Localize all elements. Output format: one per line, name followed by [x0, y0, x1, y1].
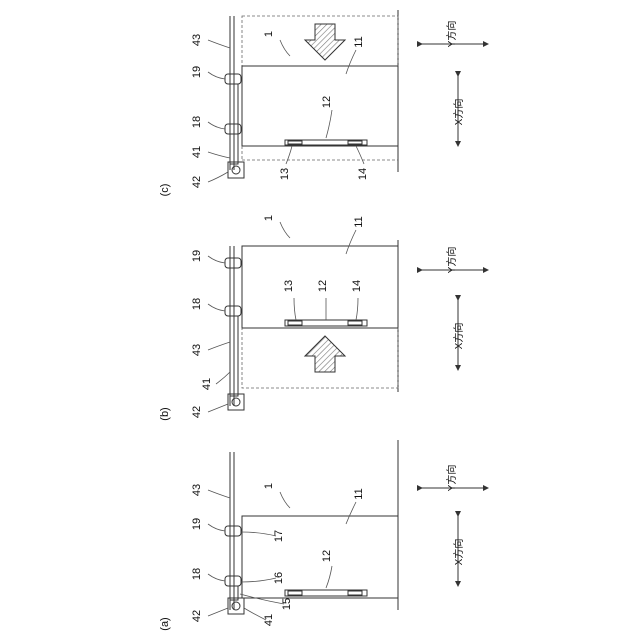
part-13: [288, 141, 302, 144]
part-14: [348, 591, 362, 595]
ref-42-b: 42: [191, 406, 203, 418]
pin-19: [225, 74, 241, 84]
panel-c: (c) 43 19 18 41 42 1 11 12 13 14: [159, 10, 488, 196]
pin-18: [225, 306, 241, 316]
ref-43-a: 43: [191, 484, 203, 496]
ref-12-b: 12: [317, 280, 329, 292]
ref-12-a: 12: [321, 550, 333, 562]
pin-18: [225, 576, 241, 586]
part-14: [348, 321, 362, 325]
ref-19-c: 19: [191, 66, 203, 78]
ref-19-b: 19: [191, 250, 203, 262]
panel-b: (b) 19 18 43 41 42 1 11 13 12 14: [159, 215, 488, 421]
ref-41-b: 41: [201, 378, 213, 390]
ref-11-c: 11: [353, 36, 365, 47]
ref-1-a: 1: [263, 483, 275, 489]
y-dir-label-a: Y方向: [445, 465, 458, 492]
pin-19: [225, 258, 241, 268]
ref-19-a: 19: [191, 518, 203, 530]
move-arrow-icon: [305, 24, 345, 60]
ref-1-b: 1: [263, 215, 275, 221]
ref-1-c: 1: [263, 31, 275, 37]
ref-13-c: 13: [279, 168, 291, 180]
ref-41-c: 41: [191, 146, 203, 158]
tray-11: [242, 516, 398, 598]
y-dir-label-c: Y方向: [445, 21, 458, 48]
ref-18-c: 18: [191, 116, 203, 128]
part-13: [288, 321, 302, 325]
tray-11: [242, 66, 398, 146]
ref-13-b: 13: [283, 280, 295, 292]
panel-a: (a) 43 19 18 42 17 16 15 41 1 11 12: [159, 440, 488, 631]
ref-14-b: 14: [351, 280, 363, 292]
x-dir-label-b: X方向: [452, 323, 465, 350]
ref-14-c: 14: [357, 168, 369, 180]
panel-caption-c: (c): [159, 184, 171, 197]
ref-42-a: 42: [191, 610, 203, 622]
panel-caption-b: (b): [159, 407, 171, 420]
part-14: [348, 141, 362, 144]
pin-19: [225, 526, 241, 536]
ref-43-b: 43: [191, 344, 203, 356]
ref-41-a: 41: [263, 614, 275, 626]
ref-43-c: 43: [191, 34, 203, 46]
pin-18: [225, 124, 241, 134]
x-dir-label-c: X方向: [452, 99, 465, 126]
ref-42-c: 42: [191, 176, 203, 188]
ref-18-a: 18: [191, 568, 203, 580]
ref-18-b: 18: [191, 298, 203, 310]
y-dir-label-b: Y方向: [445, 247, 458, 274]
panel-caption-a: (a): [159, 617, 171, 630]
move-arrow-icon: [305, 336, 345, 372]
ref-12-c: 12: [321, 96, 333, 108]
x-dir-label-a: X方向: [452, 539, 465, 566]
part-13: [288, 591, 302, 595]
ref-11-b: 11: [353, 216, 365, 227]
ref-11-a: 11: [353, 488, 365, 499]
